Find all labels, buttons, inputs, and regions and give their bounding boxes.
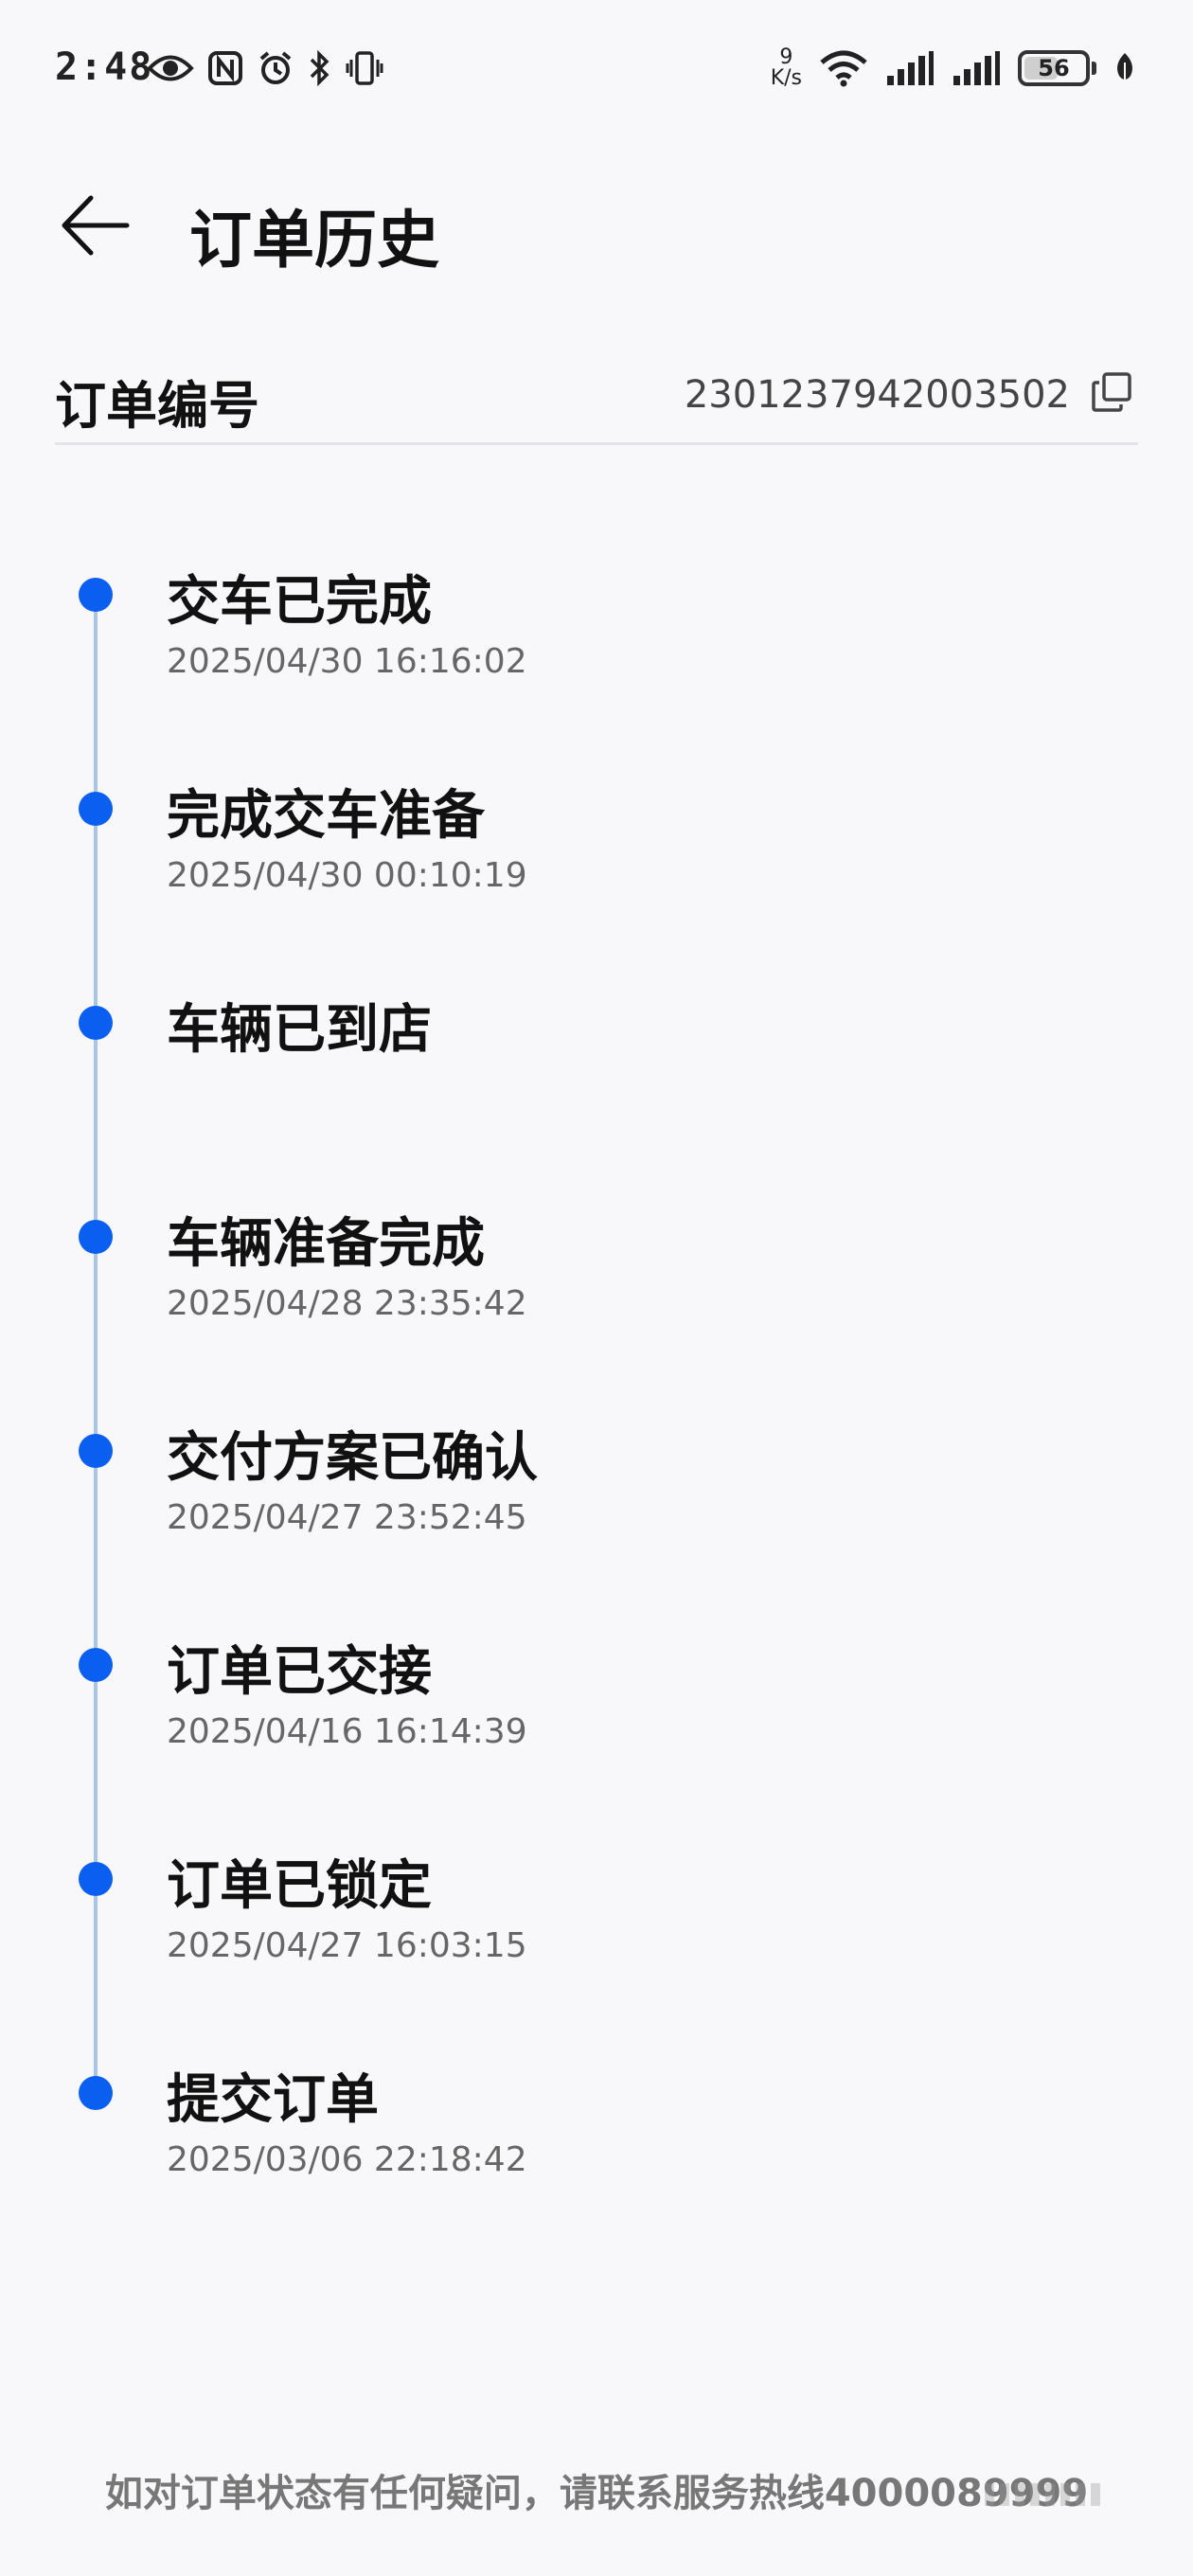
battery-indicator: 56 bbox=[1018, 50, 1096, 86]
nfc-icon bbox=[208, 51, 242, 85]
wifi-icon bbox=[820, 50, 867, 87]
status-icons-left bbox=[147, 45, 383, 91]
timeline-line bbox=[94, 595, 98, 2091]
order-number-label: 订单编号 bbox=[55, 376, 259, 436]
copy-icon bbox=[1092, 372, 1131, 412]
timeline-title: 交车已完成 bbox=[167, 571, 432, 633]
timeline-dot bbox=[79, 1220, 113, 1254]
timeline-time: 2025/04/27 16:03:15 bbox=[167, 1926, 527, 1965]
vibrate-icon bbox=[346, 51, 383, 85]
timeline-dot bbox=[79, 1434, 113, 1468]
timeline-dot bbox=[79, 1648, 113, 1682]
order-number-value: 2301237942003502 bbox=[684, 373, 1070, 417]
timeline-title: 车辆已到店 bbox=[167, 999, 432, 1061]
service-hotline-note: 如对订单状态有任何疑问，请联系服务热线4000089999 bbox=[104, 2472, 1089, 2515]
timeline-dot bbox=[79, 1006, 113, 1040]
battery-level: 56 bbox=[1038, 55, 1070, 81]
timeline-item: 交付方案已确认 2025/04/27 23:52:45 bbox=[0, 1386, 1193, 1601]
battery-tip bbox=[1092, 62, 1096, 75]
timeline-item: 交车已完成 2025/04/30 16:16:02 bbox=[0, 530, 1193, 744]
timeline-dot bbox=[79, 792, 113, 826]
alarm-icon bbox=[259, 51, 292, 84]
network-speed-unit: K/s bbox=[770, 66, 802, 90]
copy-button[interactable] bbox=[1085, 366, 1138, 419]
signal-icon bbox=[953, 51, 1000, 85]
timeline-title: 完成交车准备 bbox=[167, 785, 485, 847]
order-timeline: 交车已完成 2025/04/30 16:16:02 完成交车准备 2025/04… bbox=[0, 530, 1193, 2216]
timeline-title: 订单已交接 bbox=[167, 1641, 432, 1703]
timeline-item: 车辆准备完成 2025/04/28 23:35:42 bbox=[0, 1172, 1193, 1386]
timeline-time: 2025/04/30 16:16:02 bbox=[167, 642, 527, 681]
header: 订单历史 bbox=[0, 170, 1193, 284]
timeline-title: 车辆准备完成 bbox=[167, 1213, 485, 1275]
timeline-time: 2025/04/27 23:52:45 bbox=[167, 1498, 527, 1537]
eye-icon bbox=[147, 55, 194, 81]
back-button[interactable] bbox=[47, 178, 142, 273]
network-speed: 9 K/s bbox=[771, 47, 802, 89]
leaf-icon bbox=[1117, 53, 1132, 83]
battery-icon: 56 bbox=[1018, 50, 1090, 86]
timeline-item: 车辆已到店 bbox=[0, 958, 1193, 1172]
signal-icon bbox=[887, 51, 934, 85]
timeline-time: 2025/04/28 23:35:42 bbox=[167, 1284, 527, 1323]
timeline-item: 完成交车准备 2025/04/30 00:10:19 bbox=[0, 744, 1193, 958]
status-time: 2:48 bbox=[55, 45, 154, 89]
timeline-dot bbox=[79, 2076, 113, 2110]
timeline-time: 2025/04/30 00:10:19 bbox=[167, 856, 527, 895]
timeline-title: 提交订单 bbox=[167, 2069, 379, 2131]
arrow-left-icon bbox=[62, 195, 130, 256]
order-number-row: 订单编号 2301237942003502 bbox=[55, 350, 1138, 445]
nav-bar-ghost bbox=[985, 2483, 1155, 2506]
timeline-item: 提交订单 2025/03/06 22:18:42 bbox=[0, 2029, 1193, 2243]
status-icons-right: 9 K/s 56 bbox=[771, 44, 1136, 93]
bluetooth-icon bbox=[310, 50, 329, 86]
battery-fill bbox=[1024, 57, 1058, 80]
network-speed-value: 9 bbox=[779, 45, 793, 69]
status-bar: 2:48 9 K/s bbox=[0, 0, 1193, 142]
timeline-title: 订单已锁定 bbox=[167, 1855, 432, 1917]
timeline-item: 订单已锁定 2025/04/27 16:03:15 bbox=[0, 1815, 1193, 2029]
timeline-title: 交付方案已确认 bbox=[167, 1427, 538, 1489]
timeline-time: 2025/03/06 22:18:42 bbox=[167, 2140, 527, 2179]
timeline-item: 订单已交接 2025/04/16 16:14:39 bbox=[0, 1601, 1193, 1815]
timeline-dot bbox=[79, 578, 113, 612]
timeline-dot bbox=[79, 1862, 113, 1896]
timeline-time: 2025/04/16 16:14:39 bbox=[167, 1712, 527, 1751]
page-title: 订单历史 bbox=[189, 204, 439, 277]
